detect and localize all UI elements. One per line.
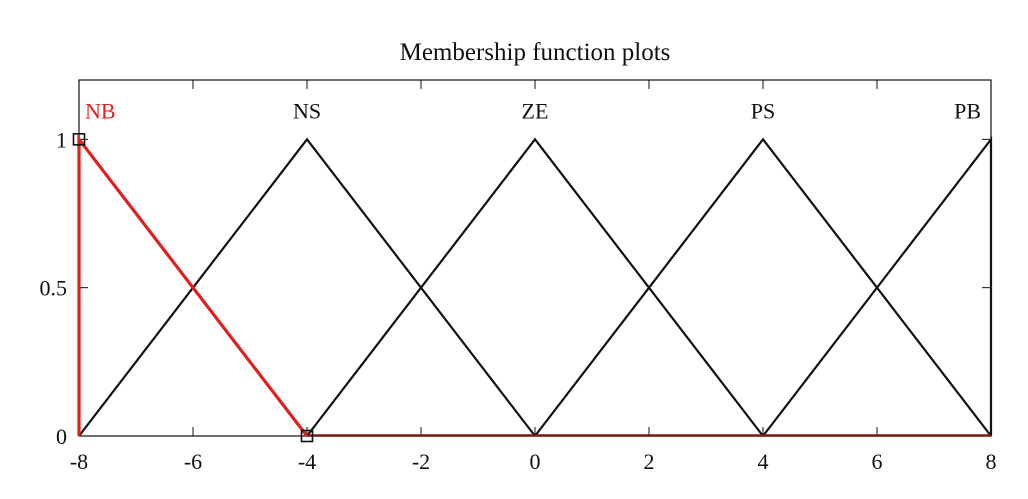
- selected-point-marker: [300, 429, 314, 443]
- x-tick-label: 8: [986, 449, 997, 474]
- membership-functions: [77, 134, 993, 437]
- mf-line-ns: [78, 137, 536, 437]
- membership-function-labels: NB NS ZE PS PB: [85, 98, 981, 123]
- selected-point-marker: [72, 133, 86, 146]
- x-tick-label: 2: [644, 449, 655, 474]
- axis-tick-labels: -8 -6 -4 -2 0 2 4 6 8 0 0.5 1: [40, 127, 997, 474]
- mf-label-pb: PB: [954, 98, 981, 123]
- x-tick-label: 6: [872, 449, 883, 474]
- x-tick-label: -6: [184, 449, 202, 474]
- y-tick-label: 0: [56, 424, 67, 449]
- mf-line-pb: [762, 136, 993, 437]
- x-tick-label: -8: [70, 449, 88, 474]
- x-tick-label: 0: [530, 449, 541, 474]
- mf-label-ps: PS: [751, 98, 775, 123]
- x-tick-label: 4: [758, 449, 769, 474]
- mf-label-ns: NS: [293, 98, 321, 123]
- x-tick-label: -4: [298, 449, 316, 474]
- mf-line-ze: [306, 137, 764, 437]
- mf-line-nb: [77, 134, 309, 437]
- mf-label-nb: NB: [85, 98, 116, 123]
- mf-label-ze: ZE: [522, 98, 549, 123]
- y-tick-label: 0.5: [40, 276, 68, 301]
- selected-function-markers: [72, 133, 314, 443]
- y-tick-label: 1: [56, 127, 67, 152]
- chart-title: Membership function plots: [400, 39, 671, 66]
- x-tick-label: -2: [412, 449, 430, 474]
- mf-line-ps: [534, 137, 992, 437]
